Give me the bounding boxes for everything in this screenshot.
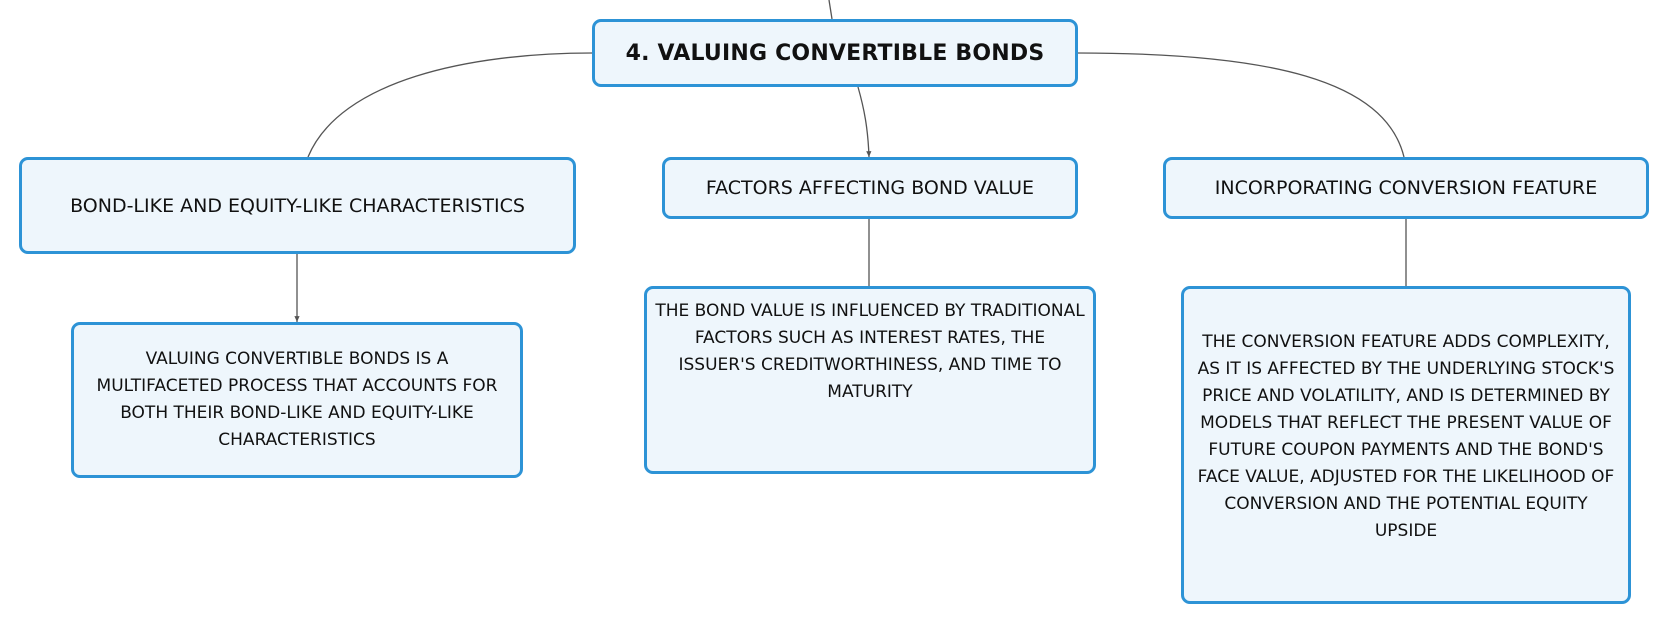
detail-text-factors: THE BOND VALUE IS INFLUENCED BY TRADITIO… — [655, 301, 1085, 402]
branch-node-characteristics[interactable]: BOND-LIKE AND EQUITY-LIKE CHARACTERISTIC… — [19, 157, 576, 254]
connector-parent-to-root — [828, 0, 833, 20]
connector-root-to-left-branch — [307, 52, 593, 158]
branch-label-factors: FACTORS AFFECTING BOND VALUE — [705, 177, 1035, 199]
connector-root-to-middle-branch — [857, 86, 872, 158]
branch-label-conversion-feature: INCORPORATING CONVERSION FEATURE — [1214, 177, 1598, 199]
connector-root-to-right-branch — [1077, 52, 1405, 158]
detail-node-characteristics[interactable]: VALUING CONVERTIBLE BONDS IS A MULTIFACE… — [71, 322, 523, 478]
detail-text-characteristics: VALUING CONVERTIBLE BONDS IS A MULTIFACE… — [96, 349, 498, 450]
branch-node-factors[interactable]: FACTORS AFFECTING BOND VALUE — [662, 157, 1078, 219]
branch-label-characteristics: BOND-LIKE AND EQUITY-LIKE CHARACTERISTIC… — [70, 194, 525, 217]
root-topic-label: 4. VALUING CONVERTIBLE BONDS — [625, 40, 1045, 66]
branch-node-conversion-feature[interactable]: INCORPORATING CONVERSION FEATURE — [1163, 157, 1649, 219]
detail-node-conversion-feature[interactable]: THE CONVERSION FEATURE ADDS COMPLEXITY, … — [1181, 286, 1631, 604]
detail-text-conversion-feature: THE CONVERSION FEATURE ADDS COMPLEXITY, … — [1197, 332, 1615, 541]
root-topic-node[interactable]: 4. VALUING CONVERTIBLE BONDS — [592, 19, 1078, 87]
detail-node-factors[interactable]: THE BOND VALUE IS INFLUENCED BY TRADITIO… — [644, 286, 1096, 474]
